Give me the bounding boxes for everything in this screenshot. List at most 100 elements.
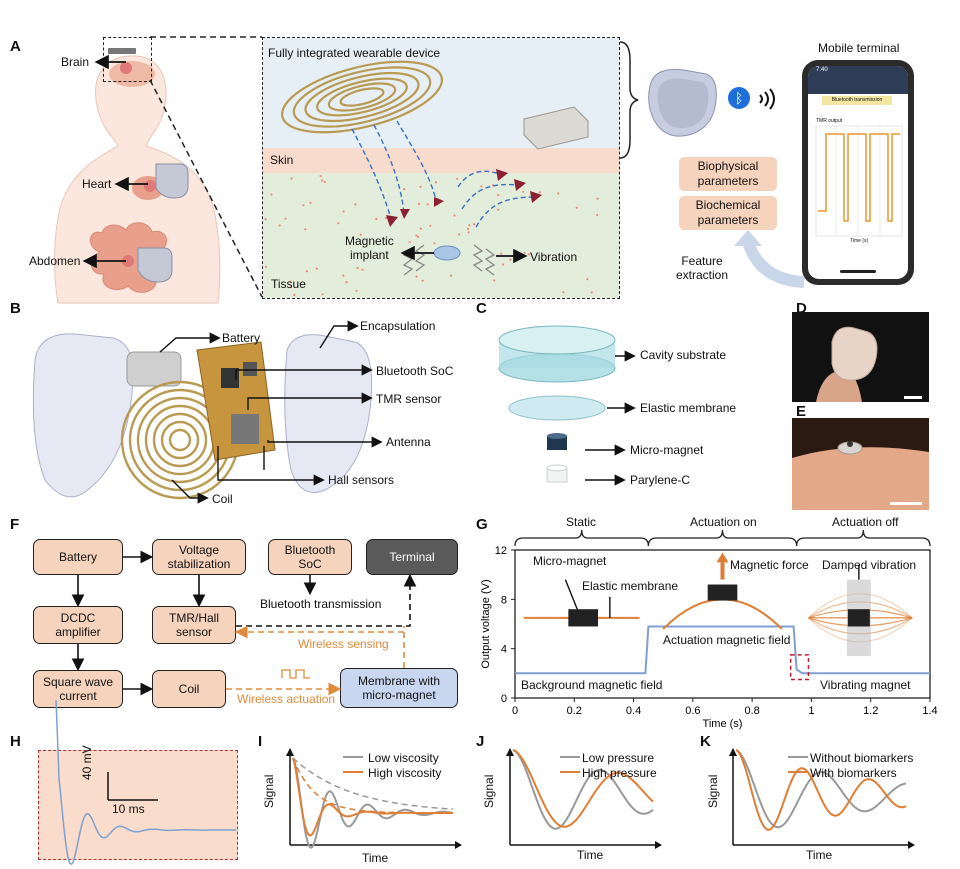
tissue-dot	[449, 274, 453, 277]
tissue-dot	[472, 223, 476, 226]
tissue-dot	[305, 270, 308, 273]
x-tick-label: 0.2	[567, 705, 582, 717]
without-biomarkers-curve	[735, 749, 907, 829]
tissue-dot	[356, 266, 359, 270]
tissue-dot	[323, 180, 326, 184]
annot-elastic-membrane: Elastic membrane	[582, 579, 679, 593]
phone-time: 7:40	[816, 67, 828, 73]
tissue-dot	[434, 181, 437, 184]
callout-encapsulation: Encapsulation	[360, 319, 436, 333]
vibration-label: Vibration	[530, 250, 578, 264]
tissue-dot	[309, 201, 312, 204]
x-tick-label: 0.6	[685, 705, 700, 717]
tissue-dot	[500, 252, 503, 255]
tissue-dot	[321, 293, 324, 296]
panel-b-callout-lines	[159, 320, 383, 504]
phone-header: Bluetooth transmission	[822, 96, 892, 105]
bluetooth-icon: ᛒ	[728, 87, 750, 109]
panel-label-j: J	[476, 733, 485, 750]
tissue-dot	[342, 274, 345, 277]
tissue-dot	[342, 210, 345, 213]
tissue-dot	[429, 224, 432, 227]
device-title: Fully integrated wearable device	[268, 46, 441, 60]
high-pressure-curve	[512, 749, 654, 828]
phase-static: Static	[566, 515, 597, 529]
panel-label-g: G	[476, 516, 488, 533]
block-square-wave: Square wave current	[33, 670, 123, 708]
tissue-dot	[345, 281, 348, 284]
coil-and-field-illustration	[281, 60, 589, 276]
callout-hall-sensors: Hall sensors	[328, 473, 395, 487]
tissue-dot	[354, 203, 357, 206]
axis-signal-k: Signal	[706, 774, 720, 808]
membrane-deflected	[662, 598, 783, 630]
tissue-dot	[417, 202, 421, 205]
implant-label: Magnetic implant	[345, 234, 394, 262]
tissue-dot	[480, 185, 483, 188]
block-tmr-label: TMR/Hall sensor	[169, 611, 219, 639]
x-tick-label: 0	[512, 705, 518, 717]
tissue-dot	[468, 224, 471, 227]
tissue-dot	[590, 291, 593, 294]
tissue-dot	[586, 278, 589, 281]
damped-signal-trace	[55, 699, 236, 866]
tissue-dot	[426, 203, 429, 206]
feature-arrow	[734, 230, 805, 288]
tissue-dot	[304, 228, 307, 231]
phone-status-bar	[808, 66, 908, 94]
tissue-dot	[264, 218, 267, 221]
tissue-dot	[415, 234, 418, 237]
tissue-dot	[289, 280, 292, 283]
tissue-dot	[417, 235, 420, 238]
plot-frame	[514, 549, 931, 699]
photo-implant-on-finger	[792, 418, 929, 510]
axis-time-j: Time	[577, 848, 604, 862]
phone-frame: 7:40 Bluetooth transmission TMR output T…	[802, 60, 914, 285]
tissue-dot	[408, 240, 411, 244]
low-viscosity-curve	[292, 757, 454, 849]
layered-structure-illustration	[498, 325, 636, 486]
x-tick-label: 1.2	[863, 705, 878, 717]
phone-screen: 7:40 Bluetooth transmission TMR output T…	[808, 66, 908, 279]
wearable-device-image	[648, 68, 717, 137]
callout-antenna: Antenna	[386, 435, 431, 449]
panel-label-b: B	[10, 300, 21, 317]
y-tick-label: 4	[501, 644, 507, 656]
scale-bar-time: 10 ms	[112, 802, 145, 816]
callout-battery: Battery	[222, 331, 261, 345]
tissue-dot	[557, 192, 560, 195]
legend-low-pressure: Low pressure	[582, 751, 655, 765]
tissue-dot	[337, 222, 340, 225]
block-battery-label: Battery	[58, 550, 97, 564]
axis-time-k: Time	[806, 848, 833, 862]
label-heart: Heart	[82, 177, 112, 191]
legend-high-viscosity: High viscosity	[368, 766, 442, 780]
x-tick-label: 0.4	[626, 705, 641, 717]
exploded-device-illustration	[32, 333, 373, 500]
tissue-dot	[264, 265, 268, 268]
block-dcdc-label: DCDC amplifier	[55, 611, 101, 639]
label-wireless-actuation: Wireless actuation	[237, 692, 336, 706]
panel-label-k: K	[700, 733, 711, 750]
axis-signal-i: Signal	[262, 774, 276, 808]
magnet-vibrating	[847, 609, 870, 627]
pointer-micro-magnet	[564, 579, 578, 610]
output-voltage-line	[515, 625, 930, 675]
mobile-terminal-title: Mobile terminal	[818, 41, 900, 55]
block-coil-label: Coil	[178, 682, 200, 696]
tissue-dot	[467, 231, 470, 234]
low-pressure-curve	[512, 749, 654, 830]
block-membrane-label: Membrane with micro-magnet	[357, 674, 441, 702]
brace	[619, 41, 639, 159]
tissue-dot	[361, 268, 364, 271]
implant-on-finger-drawing	[792, 441, 929, 510]
tissue-dot	[290, 177, 293, 180]
tissue-layer	[263, 173, 619, 298]
skin-label: Skin	[270, 153, 294, 167]
block-terminal: Terminal	[366, 539, 458, 575]
phone-home-bar	[840, 270, 876, 273]
tissue-dot	[509, 258, 512, 261]
x-tick-label: 0.8	[744, 705, 759, 717]
callout-tmr-sensor: TMR sensor	[376, 392, 442, 406]
phone-square-wave-plot	[815, 125, 903, 237]
